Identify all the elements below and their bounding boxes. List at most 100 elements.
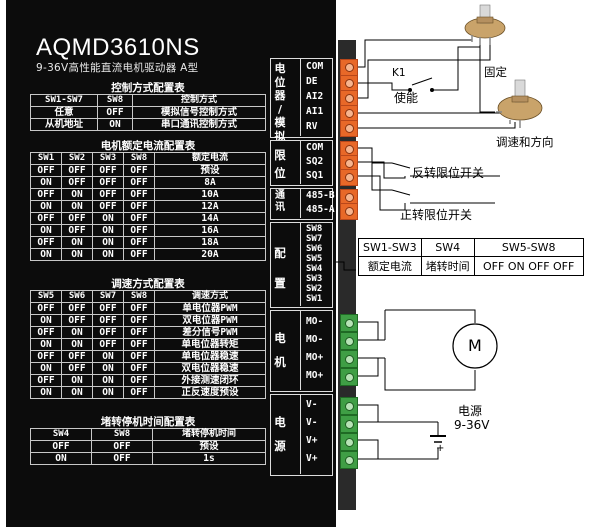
terminal-power-pos-1[interactable] xyxy=(340,433,358,451)
zone-config xyxy=(270,222,333,308)
pin-motor-pos-2: MO+ xyxy=(306,370,324,381)
pin-power-neg-1: V- xyxy=(306,399,318,410)
pin-power-neg-2: V- xyxy=(306,417,318,428)
terminal-power-pos-2[interactable] xyxy=(340,451,358,469)
speed-table-title: 调速方式配置表 xyxy=(111,278,185,290)
pin-sw2: SW2 xyxy=(306,284,323,294)
pin-sw6: SW6 xyxy=(306,244,323,254)
pin-sw4: SW4 xyxy=(306,264,323,274)
power-range-label: 9-36V xyxy=(454,418,490,432)
sw-summary-value: OFF ON OFF OFF xyxy=(473,256,584,276)
zone-label-motor: 电机 xyxy=(274,331,286,369)
terminal-power-neg-2[interactable] xyxy=(340,415,358,433)
zone-label-limit: 限位 xyxy=(274,148,286,180)
potentiometer-speed-icon xyxy=(496,79,543,128)
terminal-motor-pos-1[interactable] xyxy=(340,350,358,368)
table-row: OFF OFF 预设 xyxy=(30,440,266,453)
stall-table-title: 堵转停机时间配置表 xyxy=(100,416,196,428)
sw-summary-value: 额定电流 xyxy=(358,256,422,276)
model-subtitle: 9-36V高性能直流电机驱动器 A型 xyxy=(36,62,199,74)
pin-sw5: SW5 xyxy=(306,254,323,264)
pin-sq2: SQ2 xyxy=(306,156,324,167)
pin-ai2: AI2 xyxy=(306,91,324,102)
sw-summary-header: SW5-SW8 xyxy=(473,238,584,257)
reverse-limit-label: 反转限位开关 xyxy=(412,166,485,180)
table-row: 从机地址 ON 串口通讯控制方式 xyxy=(30,118,266,131)
pin-sw7: SW7 xyxy=(306,234,323,244)
pin-sq1: SQ1 xyxy=(306,170,324,181)
terminal-limit-com[interactable] xyxy=(340,141,358,158)
terminal-sq1[interactable] xyxy=(340,169,358,186)
k1-contact-icon xyxy=(430,88,434,92)
zone-label-power: 电源 xyxy=(274,415,286,453)
pin-sw3: SW3 xyxy=(306,274,323,284)
pin-motor-pos-1: MO+ xyxy=(306,352,324,363)
motor-icon xyxy=(452,323,498,369)
terminal-rv[interactable] xyxy=(340,120,358,137)
pin-485a: 485-A xyxy=(306,204,335,215)
zone-potentiometer xyxy=(270,58,333,138)
zone-power xyxy=(270,394,333,476)
model-name: AQMD3610NS xyxy=(36,34,200,61)
pin-power-pos-2: V+ xyxy=(306,453,318,464)
pin-485b: 485-B xyxy=(306,190,335,201)
control-table: SW1-SW7 SW8 控制方式 任意 OFF 模拟信号控制方式 从机地址 ON… xyxy=(30,94,266,131)
table-cell: 1s xyxy=(152,452,266,465)
terminal-motor-neg-1[interactable] xyxy=(340,314,358,332)
forward-limit-label: 正转限位开关 xyxy=(400,208,473,222)
pin-ai1: AI1 xyxy=(306,106,324,117)
pin-motor-neg-2: MO- xyxy=(306,334,324,345)
sw-summary-header: SW1-SW3 xyxy=(358,238,422,257)
sw-summary-value: 堵转时间 xyxy=(420,256,475,276)
table-cell: 从机地址 xyxy=(30,118,98,131)
speed-pot-label: 调速和方向 xyxy=(496,135,554,149)
zone-comm xyxy=(270,188,333,220)
table-cell: 正反速度预设 xyxy=(154,386,266,399)
table-cell: 串口通讯控制方式 xyxy=(132,118,266,131)
motor-symbol: M xyxy=(468,336,482,355)
zone-limit xyxy=(270,140,333,186)
power-label: 电源 xyxy=(458,404,483,418)
terminal-power-neg-1[interactable] xyxy=(340,397,358,415)
sw-summary-header: SW4 xyxy=(420,238,475,257)
terminal-motor-neg-2[interactable] xyxy=(340,332,358,350)
pin-power-pos-1: V+ xyxy=(306,435,318,446)
pin-motor-neg-1: MO- xyxy=(306,316,324,327)
pin-limit-com: COM xyxy=(306,142,324,153)
zone-label-comm: 通讯 xyxy=(275,190,285,213)
zone-motor xyxy=(270,310,333,392)
potentiometer-fixed-icon xyxy=(464,4,506,45)
control-table-title: 控制方式配置表 xyxy=(111,82,185,94)
k1-contact-icon xyxy=(408,88,412,92)
table-cell: 20A xyxy=(154,248,266,261)
pin-sw1: SW1 xyxy=(306,294,323,304)
stall-table: SW4 SW8 堵转停机时间 OFF OFF 预设 ON OFF 1s xyxy=(30,428,266,465)
pin-rv: RV xyxy=(306,121,318,132)
terminal-motor-pos-2[interactable] xyxy=(340,368,358,386)
k1-label: K1 xyxy=(392,67,406,79)
current-table-title: 电机额定电流配置表 xyxy=(100,140,196,152)
table-row: ON OFF 1s xyxy=(30,452,266,465)
enable-label: 使能 xyxy=(394,91,419,105)
pin-com: COM xyxy=(306,61,324,72)
zone-label-potentiometer: 电位器/模拟 xyxy=(274,62,286,143)
terminal-485a[interactable] xyxy=(340,203,358,220)
pin-sw8: SW8 xyxy=(306,224,323,234)
fixed-pot-label: 固定 xyxy=(484,65,507,79)
table-cell: ON xyxy=(92,386,124,399)
